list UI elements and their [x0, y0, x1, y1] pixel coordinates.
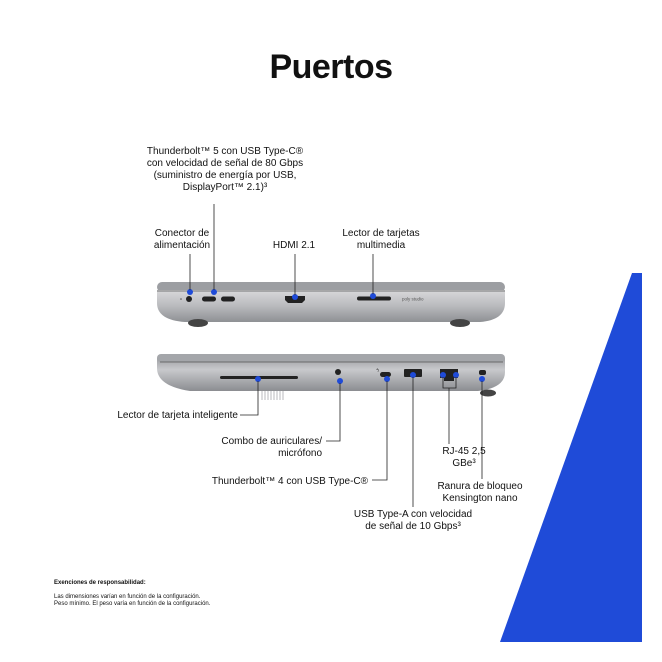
label-power-line1: Conector de [154, 228, 210, 239]
disclaimer-line2: Peso mínimo. El peso varía en función de… [54, 601, 211, 607]
label-usba-line2: de señal de 10 Gbps³ [365, 521, 461, 532]
label-smart-card: Lector de tarjeta inteligente [117, 410, 238, 421]
accent-shape [500, 273, 642, 642]
label-kensington-line2: Kensington nano [442, 493, 518, 504]
callout-dot [410, 372, 416, 378]
callout-dot [337, 378, 343, 384]
label-thunderbolt5-line3: (suministro de energía por USB, [153, 170, 297, 181]
power-port-icon [186, 296, 192, 302]
callout-dot [453, 372, 459, 378]
label-audio-combo: Combo de auriculares/ micrófono [190, 436, 322, 460]
label-usb-a: USB Type-A con velocidad de señal de 10 … [348, 509, 478, 533]
label-hdmi-line1: HDMI 2.1 [272, 240, 316, 251]
label-thunderbolt5-line2: con velocidad de señal de 80 Gbps [146, 158, 304, 169]
label-thunderbolt4: Thunderbolt™ 4 con USB Type-C® [211, 476, 368, 487]
audio-jack-icon [335, 369, 341, 375]
page-title: Puertos [269, 48, 393, 86]
label-thunderbolt5-line1: Thunderbolt™ 5 con USB Type-C® [146, 146, 304, 157]
laptop-bottom-lid [157, 354, 505, 362]
label-usba-line1: USB Type-A con velocidad [353, 509, 473, 520]
foot-icon [450, 319, 470, 327]
label-hdmi: HDMI 2.1 [262, 240, 326, 252]
brand-text: poly studio [402, 297, 424, 302]
label-power-connector: Conector de alimentación [130, 228, 234, 252]
kensington-slot-icon [479, 370, 486, 375]
laptop-bottom-body [157, 358, 505, 391]
usbc-port-icon [380, 372, 391, 377]
foot-icon [188, 319, 208, 327]
label-card-reader-line2: multimedia [356, 240, 406, 251]
vent-grille [261, 391, 284, 400]
label-rj45-line1: RJ-45 2,5 [442, 446, 486, 457]
callout-dot [211, 289, 217, 295]
callout-dot [370, 293, 376, 299]
foot-icon [480, 389, 496, 397]
label-kensington: Ranura de bloqueo Kensington nano [424, 481, 536, 505]
disclaimer-line1: Las dimensiones varían en función de la … [54, 594, 201, 600]
svg-text:ϟ: ϟ [376, 368, 379, 374]
laptop-bottom-view: ϟ [157, 354, 505, 507]
callout-dot [440, 372, 446, 378]
label-thunderbolt5-line4: DisplayPort™ 2.1)³ [182, 182, 268, 193]
callout-dot [384, 376, 390, 382]
ethernet-port-icon [440, 369, 458, 381]
label-power-line2: alimentación [153, 240, 211, 251]
usbc-port-icon [221, 296, 235, 302]
usbc-port-icon [202, 296, 216, 302]
callout-dot [255, 376, 261, 382]
label-kensington-line1: Ranura de bloqueo [437, 481, 523, 492]
laptop-top-view: poly studio [157, 204, 505, 327]
label-audio-line2: micrófono [278, 448, 322, 459]
label-rj45: RJ-45 2,5 GBe³ [435, 446, 493, 470]
label-audio-line1: Combo de auriculares/ [221, 436, 322, 447]
label-card-reader: Lector de tarjetas multimedia [326, 228, 436, 252]
label-rj45-line2: GBe³ [452, 458, 476, 469]
disclaimer-heading: Exenciones de responsabilidad: [54, 580, 146, 586]
callout-dot [187, 289, 193, 295]
laptop-top-lid [157, 282, 505, 292]
label-thunderbolt5: Thunderbolt™ 5 con USB Type-C® con veloc… [130, 146, 320, 194]
label-card-reader-line1: Lector de tarjetas [342, 228, 420, 239]
callout-dot [479, 376, 485, 382]
laptop-top-body [157, 290, 505, 322]
callout-dot [292, 294, 298, 300]
